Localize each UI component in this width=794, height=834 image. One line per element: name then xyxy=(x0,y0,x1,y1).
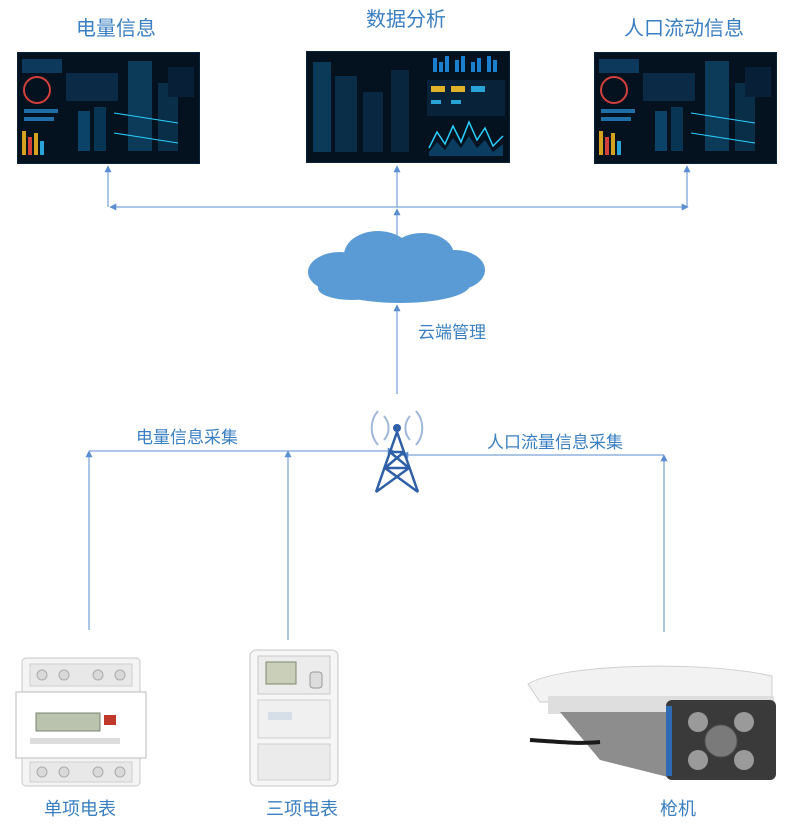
edge-label-people-collection: 人口流量信息采集 xyxy=(487,433,623,453)
cloud-icon xyxy=(308,231,485,303)
node-label-power-info: 电量信息 xyxy=(76,16,156,40)
power-info-dashboard-image xyxy=(17,52,200,164)
signal-tower-icon xyxy=(370,410,424,494)
edge-label-power-collection: 电量信息采集 xyxy=(136,428,238,448)
node-label-cloud-management: 云端管理 xyxy=(418,323,486,343)
bullet-camera-image xyxy=(527,665,776,780)
node-label-three-meter: 三项电表 xyxy=(266,799,338,820)
node-label-data-analysis: 数据分析 xyxy=(366,7,446,31)
three-phase-meter-image xyxy=(249,649,339,787)
node-label-people-flow-info: 人口流动信息 xyxy=(624,16,744,40)
node-label-single-meter: 单项电表 xyxy=(44,799,116,820)
node-label-camera: 枪机 xyxy=(660,799,696,820)
single-phase-meter-image xyxy=(15,657,147,787)
people-flow-dashboard-image xyxy=(594,52,777,164)
data-analysis-dashboard-image xyxy=(306,51,510,163)
